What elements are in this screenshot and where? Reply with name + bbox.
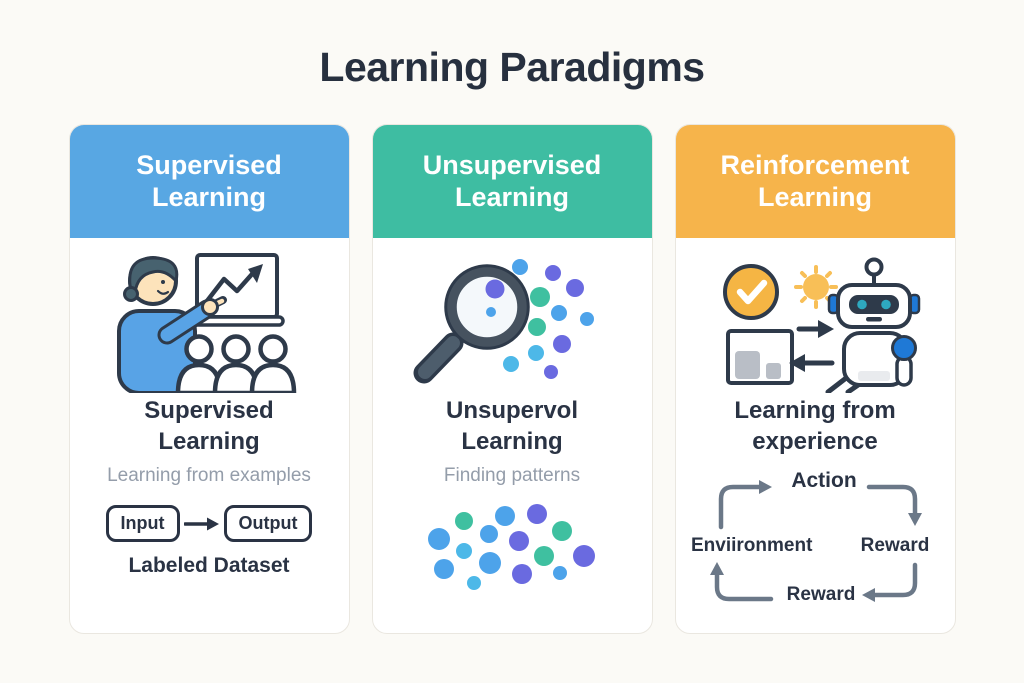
reinforcement-card-header: Reinforcement Learning — [675, 125, 955, 238]
output-box: Output — [223, 505, 313, 543]
cycle-reward-bottom-label: Reward — [786, 584, 856, 606]
supervised-subtitle: Learning from examples — [107, 465, 311, 487]
robot-environment-illustration — [722, 257, 920, 393]
supervised-heading: Supervised Learning — [144, 397, 274, 456]
supervised-card-body: Supervised Learning Learning from exampl… — [70, 238, 349, 633]
input-output-flow: Input Output — [105, 505, 313, 543]
cycle-action-label: Action — [791, 469, 857, 493]
cycle-reward-right-label: Reward — [860, 535, 930, 557]
unsupervised-header-label: Unsupervised Learning — [422, 149, 602, 212]
dot-clusters-illustration — [428, 504, 595, 591]
supervised-card-header: Supervised Learning — [69, 125, 349, 238]
reinforcement-card-body: Learning from experience — [676, 238, 955, 633]
supervised-header-label: Supervised Learning — [136, 149, 282, 212]
input-box: Input — [105, 505, 180, 543]
cycle-environment-label: Enviironment — [691, 535, 813, 557]
environment-frame-icon — [725, 329, 794, 385]
unsupervised-card-header: Unsupervised Learning — [372, 125, 652, 238]
students-icons — [175, 334, 296, 393]
sun-icon — [793, 265, 838, 309]
check-circle-icon — [722, 264, 779, 320]
exchange-arrows-icon — [788, 320, 834, 372]
unsupervised-heading: Unsupervol Learning — [445, 397, 579, 456]
rl-cycle-diagram: Action Enviironment Reward Reward — [676, 467, 955, 622]
right-arrow-icon — [183, 517, 219, 531]
card-supervised-learning: Supervised Learning — [68, 124, 350, 634]
unsupervised-card-body: Unsupervol Learning Finding patterns — [373, 238, 652, 633]
robot-icon — [825, 257, 920, 393]
cycle-arrows-icon — [710, 480, 922, 603]
card-reinforcement-learning: Reinforcement Learning — [674, 124, 956, 634]
reinforcement-heading: Learning from experience — [734, 397, 896, 456]
teacher-classroom-illustration — [116, 253, 296, 393]
cards-row: Supervised Learning — [0, 124, 1024, 634]
card-unsupervised-learning: Unsupervised Learning — [371, 124, 653, 634]
magnifier-clusters-illustration — [413, 259, 594, 384]
unsupervised-subtitle: Finding patterns — [443, 465, 581, 487]
page-title: Learning Paradigms — [319, 44, 705, 90]
labeled-dataset-caption: Labeled Dataset — [128, 554, 290, 578]
reinforcement-header-label: Reinforcement Learning — [720, 149, 910, 212]
